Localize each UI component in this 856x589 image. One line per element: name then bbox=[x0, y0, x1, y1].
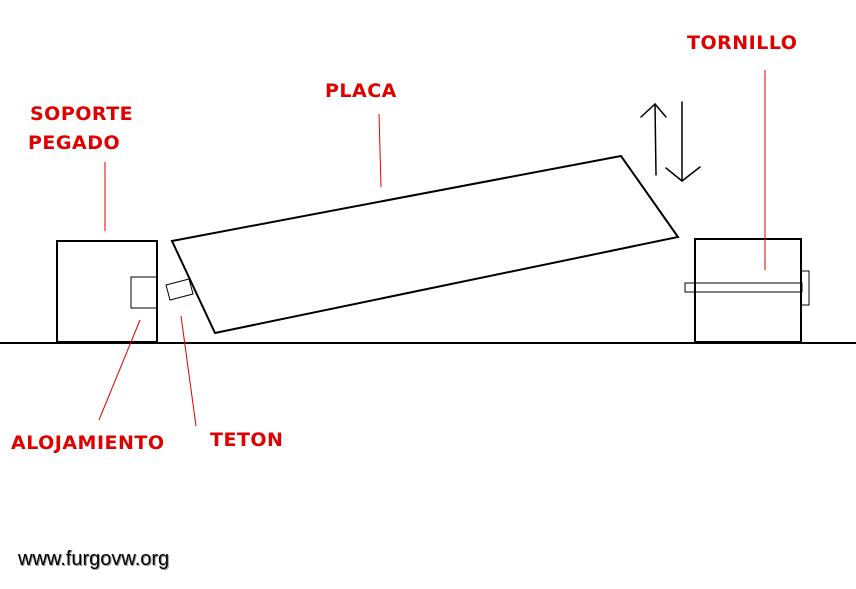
label-placa: PLACA bbox=[325, 80, 397, 102]
screw-head bbox=[800, 270, 810, 306]
screw-block bbox=[694, 238, 802, 343]
plate bbox=[170, 154, 680, 335]
pin bbox=[165, 278, 194, 301]
up-down-arrows-icon bbox=[640, 101, 701, 182]
watermark: www.furgovw.org bbox=[18, 548, 170, 570]
support-block bbox=[56, 240, 158, 343]
leader-alojamiento bbox=[98, 319, 141, 421]
label-soporte-line2: PEGADO bbox=[28, 132, 121, 154]
housing-notch bbox=[130, 276, 157, 309]
label-soporte-line1: SOPORTE bbox=[30, 103, 134, 125]
screw-body bbox=[684, 282, 803, 293]
label-alojamiento: ALOJAMIENTO bbox=[11, 432, 165, 454]
leader-placa bbox=[378, 113, 382, 188]
label-tornillo: TORNILLO bbox=[687, 32, 798, 54]
label-teton: TETON bbox=[210, 429, 284, 451]
leader-teton bbox=[180, 315, 197, 427]
